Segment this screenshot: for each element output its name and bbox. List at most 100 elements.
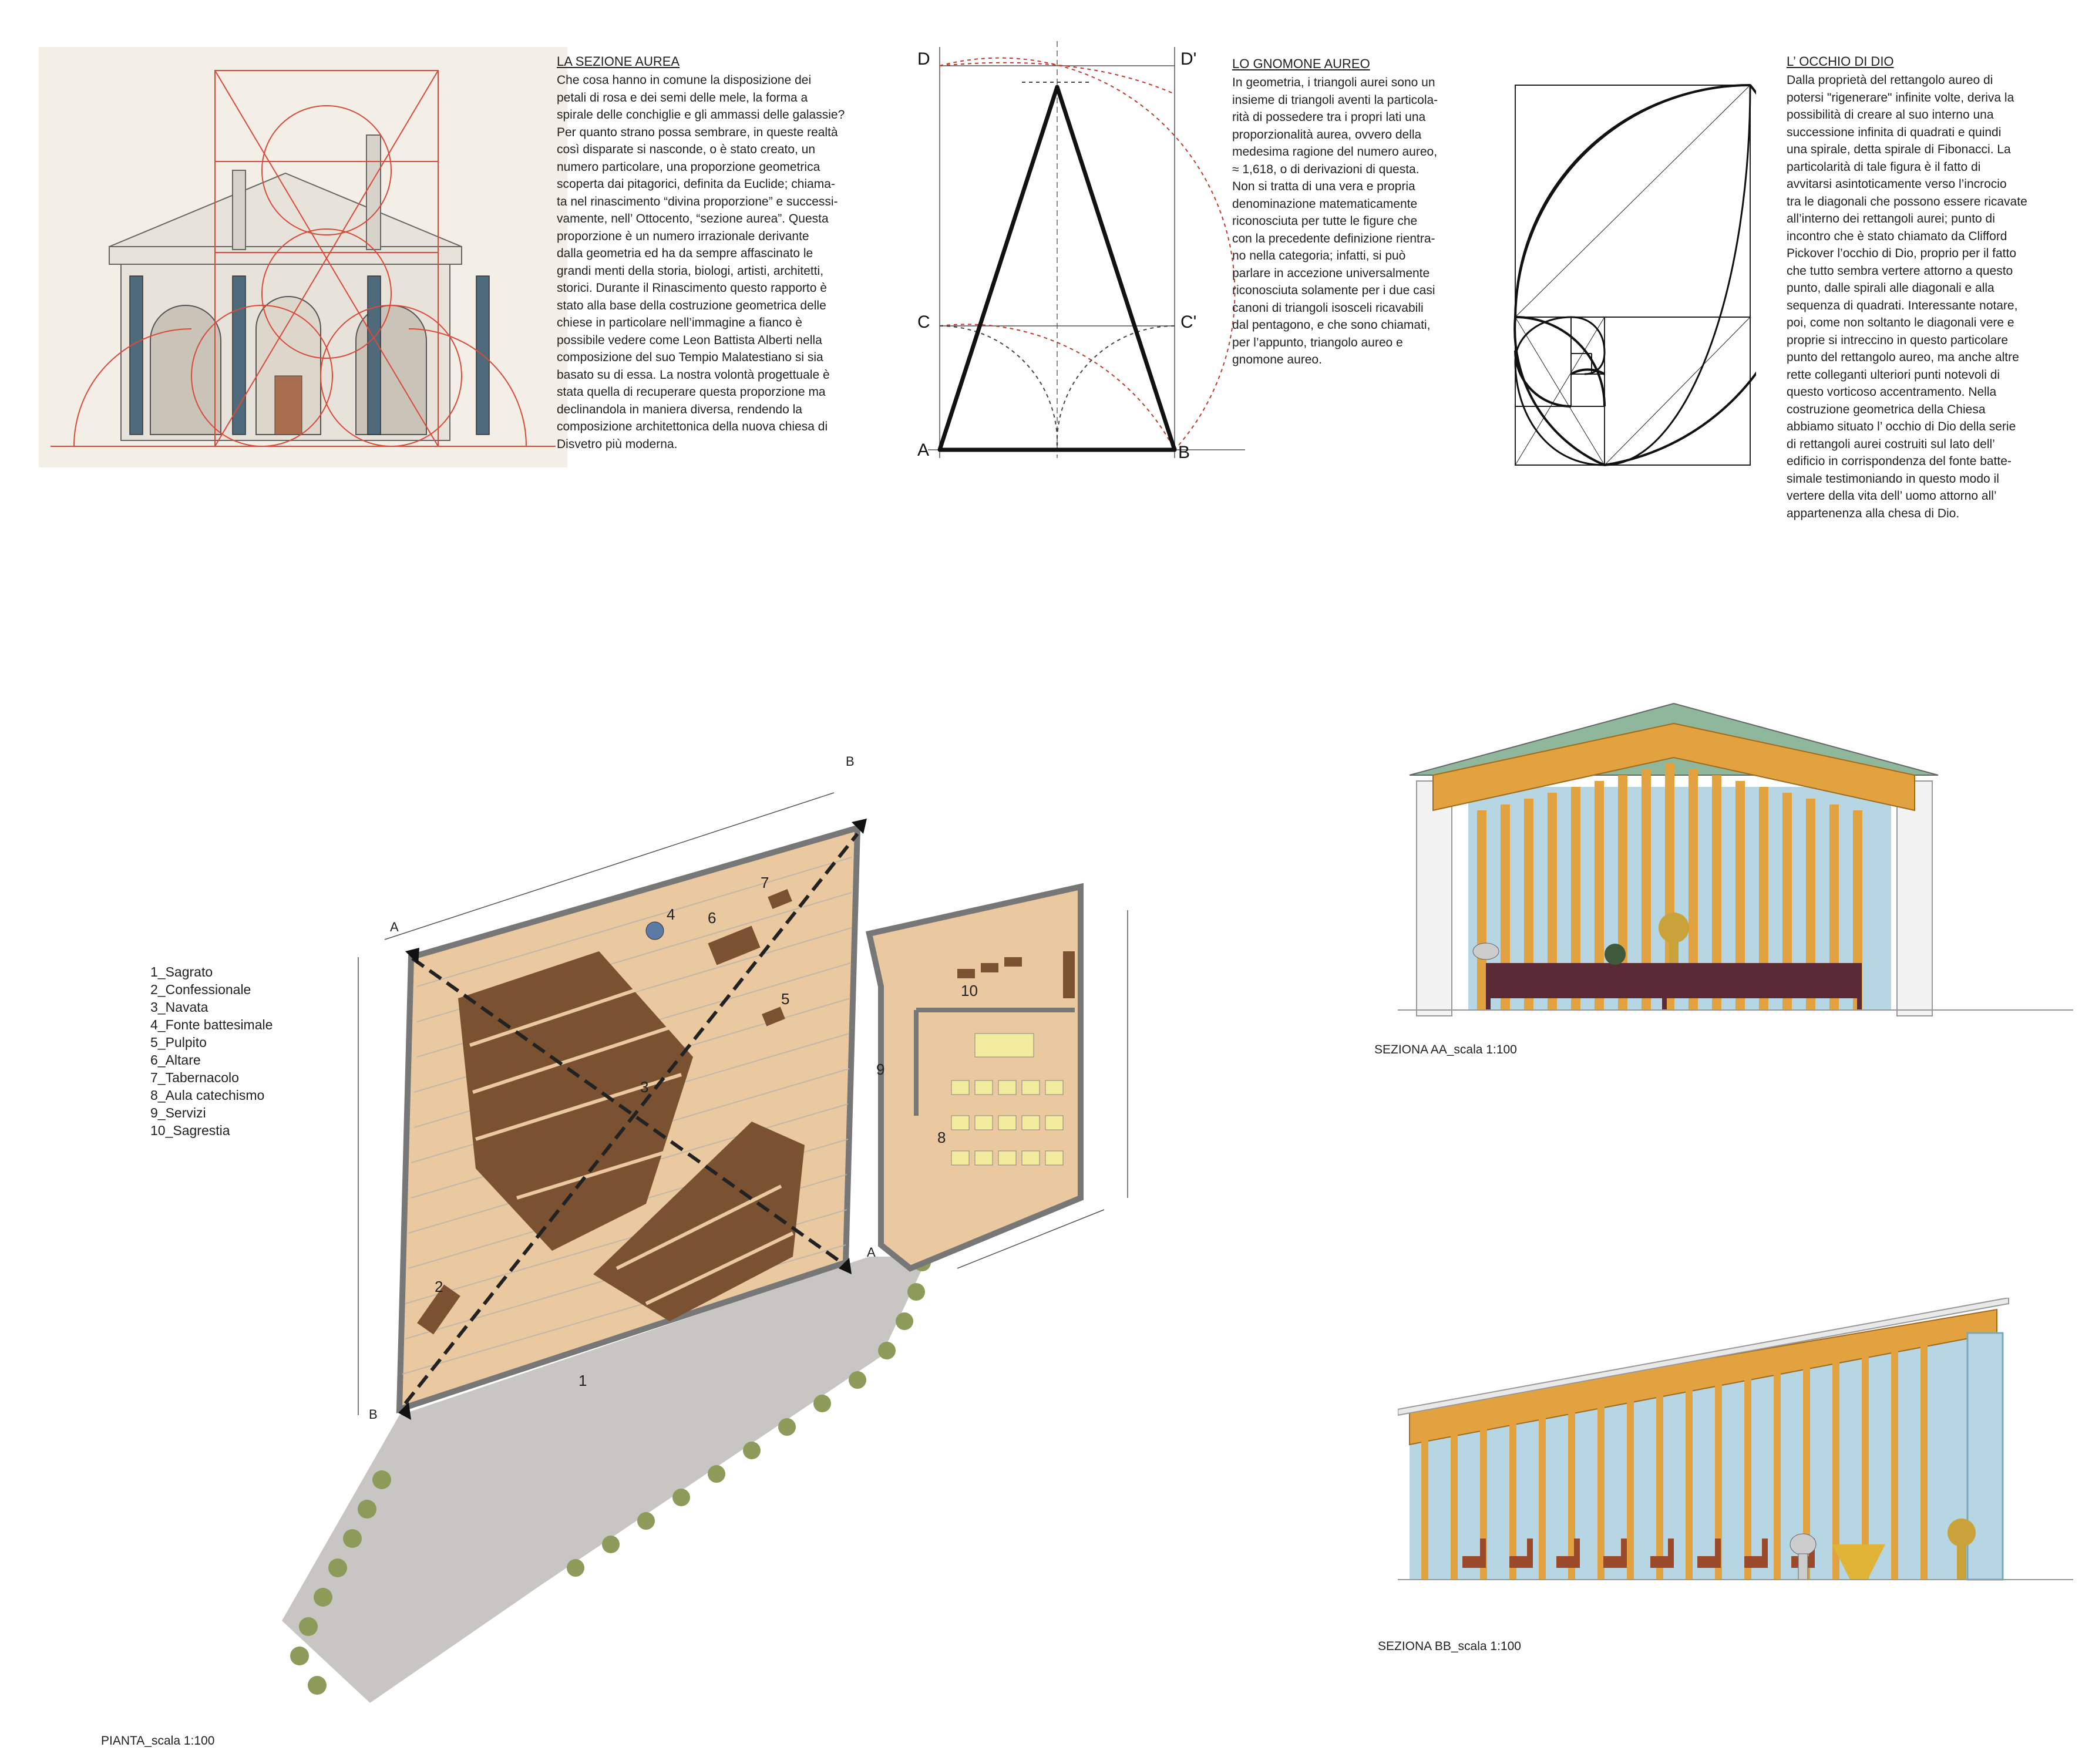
pews-left xyxy=(458,951,693,1251)
text-line: vertere della vita dell’ uomo attorno al… xyxy=(1787,489,1997,503)
text-line: possibilità di creare al suo interno una xyxy=(1787,108,1994,122)
text-line: petali di rosa e dei semi delle mele, la… xyxy=(557,90,808,105)
text-line: Non si tratta di una vera e propria xyxy=(1232,180,1415,193)
wall-right xyxy=(1896,780,1933,1016)
diagonal-ba xyxy=(403,833,859,1405)
sezione-aurea-block: LA SEZIONE AUREA Che cosa hanno in comun… xyxy=(557,54,897,453)
occhio-text: Dalla proprietà del rettangolo aureo di … xyxy=(1787,72,2063,522)
text-line: composizione del suo Tempio Malatestiano… xyxy=(557,351,823,364)
gnomone-block: LO GNOMONE AUREO In geometria, i triango… xyxy=(1232,56,1479,369)
catechism-desks xyxy=(951,1033,1064,1166)
text-line: particolarità di tale figura è il fatto … xyxy=(1787,160,1981,174)
section-bb-drawing xyxy=(1398,1298,2073,1581)
legend-item: 4_Fonte battesimale xyxy=(150,1017,273,1032)
text-line: medesima ragione del numero aureo, xyxy=(1232,145,1438,159)
text-line: stata quella di recuperare questa propor… xyxy=(557,385,826,399)
section-bb-caption: SEZIONA BB_scala 1:100 xyxy=(1378,1640,1521,1653)
label-b: B xyxy=(1178,443,1190,462)
text-line: potersi "rigenerare" infinite volte, der… xyxy=(1787,90,2014,105)
room-number: 3 xyxy=(640,1078,648,1096)
text-line: punto, dalle spirali alle diagonali e al… xyxy=(1787,281,1994,295)
text-line: parlare in accezione universalmente xyxy=(1232,266,1430,280)
text-line: sequenza di quadrati. Interessante notar… xyxy=(1787,298,2018,312)
text-line: così disparate si nasconde, o è stato cr… xyxy=(557,143,816,156)
baptismal-font xyxy=(1790,1533,1817,1580)
legend-item: 5_Pulpito xyxy=(150,1035,207,1050)
text-line: punto del rettangolo aureo, ma anche alt… xyxy=(1787,351,2019,364)
text-line: storici. Durante il Rinascimento questo … xyxy=(557,281,827,295)
baptismal-font xyxy=(1472,942,1499,960)
church-floor-plan: 1 2 3 4 5 6 7 8 9 10 A A B B xyxy=(282,754,1128,1703)
text-line: In geometria, i triangoli aurei sono un xyxy=(1232,76,1435,89)
text-line: vamente, nell’ Ottocento, “sezione aurea… xyxy=(557,212,829,225)
tabernacle xyxy=(768,889,792,909)
room-number: 1 xyxy=(578,1372,587,1389)
section-label-b: B xyxy=(846,754,855,769)
section-arrow xyxy=(852,819,867,834)
text-line: spirale delle conchiglie e gli ammassi d… xyxy=(557,108,845,122)
text-line: ≈ 1,618, o di derivazioni di questa. xyxy=(1232,162,1420,176)
sagrato-paving xyxy=(282,1257,928,1703)
text-line: di rettangoli aurei costruiti sul lato d… xyxy=(1787,437,1995,451)
text-line: questo vorticoso accentramento. Nella xyxy=(1787,385,1997,399)
pews-right xyxy=(593,1122,805,1321)
room-number: 2 xyxy=(435,1278,443,1295)
occhio-block: L’ OCCHIO DI DIO Dalla proprietà del ret… xyxy=(1787,54,2063,522)
legend-item: 8_Aula catechismo xyxy=(150,1088,265,1103)
section-aa-drawing xyxy=(1398,702,2073,1016)
legend-item: 3_Navata xyxy=(150,999,208,1015)
text-line: gnomone aureo. xyxy=(1232,353,1322,366)
text-line: declinandola in maniera diversa, rendend… xyxy=(557,402,802,416)
text-line: poi, come non soltanto le diagonali vere… xyxy=(1787,316,2014,329)
label-c-prime: C' xyxy=(1180,312,1196,332)
timber-posts xyxy=(1477,763,1862,1010)
room-number: 10 xyxy=(961,982,978,999)
alberti-facade-illustration xyxy=(39,47,567,467)
section-arrow xyxy=(405,948,419,964)
text-line: Per quanto strano possa sembrare, in que… xyxy=(557,125,838,139)
text-line: proporzionalità aurea, ovvero della xyxy=(1232,127,1422,142)
text-line: grandi menti della storia, biologi, arti… xyxy=(557,264,824,278)
wall-right xyxy=(1966,1332,2004,1581)
text-line: proporzione è un numero irrazionale deri… xyxy=(557,229,809,243)
text-line: riconosciuta per tutte le figure che xyxy=(1232,214,1418,228)
text-line: dalla geometria ed ha da sempre affascin… xyxy=(557,247,813,260)
text-line: rità di possedere tra i propri lati una xyxy=(1232,110,1426,124)
golden-gnomon-diagram: D D' C C' A B xyxy=(917,41,1245,462)
text-line: insieme di triangoli aventi la particola… xyxy=(1232,93,1438,107)
diagonal-ab xyxy=(411,957,847,1267)
occhio-title: L’ OCCHIO DI DIO xyxy=(1787,54,1894,69)
plan-caption: PIANTA_scala 1:100 xyxy=(101,1734,215,1748)
baptismal-font xyxy=(645,921,664,940)
text-line: riconosciuta solamente per i due casi xyxy=(1232,284,1435,297)
glass-wall xyxy=(1410,1315,1985,1580)
text-line: chiese in particolare nell’immagine a fi… xyxy=(557,316,802,329)
gnomone-title: LO GNOMONE AUREO xyxy=(1232,56,1370,71)
text-line: numero particolare, una proporzione geom… xyxy=(557,160,820,174)
altar xyxy=(708,925,761,965)
text-line: una spirale, detta spirale di Fibonacci.… xyxy=(1787,143,2011,156)
text-line: rette colleganti ulteriori punti notevol… xyxy=(1787,368,2000,382)
tabernacle-icon xyxy=(1659,913,1689,963)
roof-beams xyxy=(1432,722,1915,812)
text-line: basato su di essa. La nostra volontà pro… xyxy=(557,368,830,382)
text-line: scoperta dai pitagorici, definita da Euc… xyxy=(557,177,835,191)
tree-row xyxy=(290,1224,931,1695)
label-a: A xyxy=(917,440,929,460)
legend-item: 9_Servizi xyxy=(150,1105,206,1120)
confessional xyxy=(417,1284,460,1335)
wall-left xyxy=(1416,780,1452,1016)
room-number: 9 xyxy=(876,1061,884,1078)
text-line: per l’appunto, triangolo aureo e xyxy=(1232,335,1403,349)
timber-posts xyxy=(1421,1339,1928,1580)
text-line: che tutto sembra vertere attorno a quest… xyxy=(1787,264,2013,278)
room-number: 8 xyxy=(937,1129,946,1146)
section-arrow xyxy=(398,1402,411,1420)
text-line: costruzione geometrica della Chiesa xyxy=(1787,402,1986,416)
room-number: 5 xyxy=(781,990,789,1008)
text-line: Disvetro più moderna. xyxy=(557,437,678,451)
text-line: Pickover l’occhio di Dio, proprio per il… xyxy=(1787,247,2017,260)
text-line: all’interno dei rettangoli aurei; punto … xyxy=(1787,212,1995,225)
pulpit xyxy=(762,1006,785,1026)
room-number: 7 xyxy=(761,874,769,891)
